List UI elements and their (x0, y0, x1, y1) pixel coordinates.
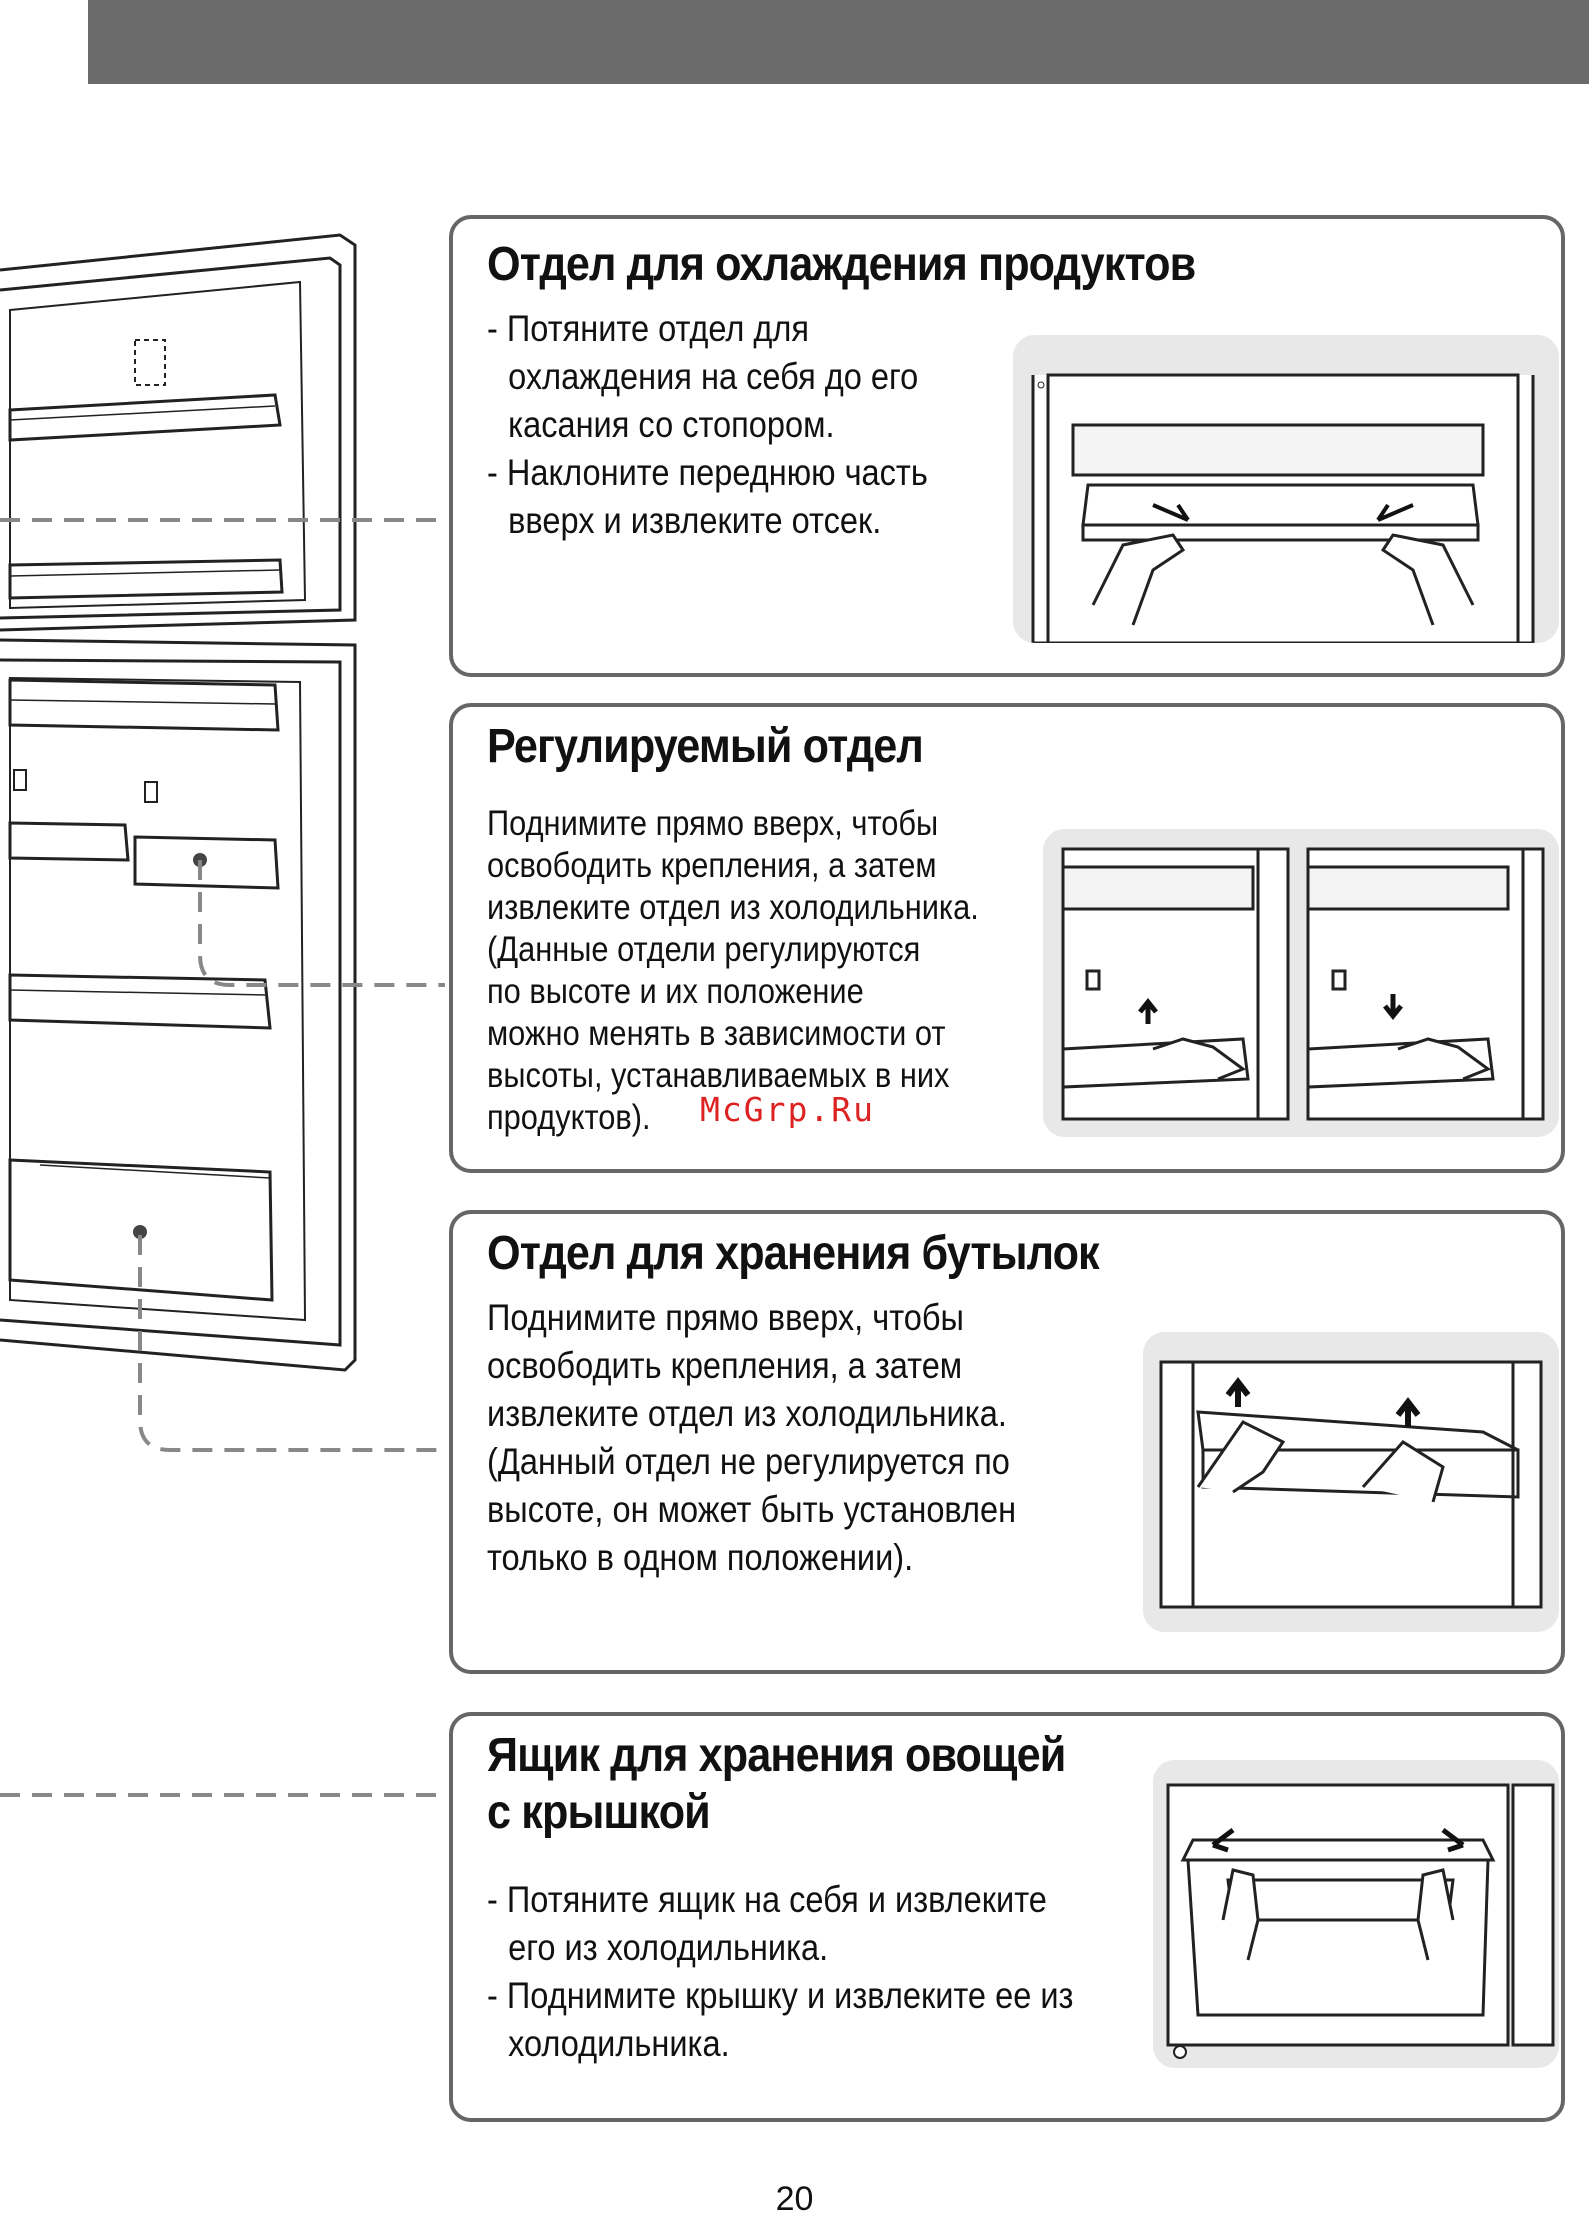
bullet-item: - Потяните ящик на себя и извлеките его … (487, 1879, 1047, 1968)
section-text: - Потяните ящик на себя и извлеките его … (487, 1876, 1073, 2068)
section-text: - Потяните отдел для охлаждения на себя … (487, 305, 928, 545)
section-title: Отдел для хранения бутылок (487, 1227, 1100, 1280)
fridge-door-illustration (0, 233, 357, 1372)
section-title: Ящик для хранения овощей с крышкой (487, 1729, 1066, 1839)
section-text: Поднимите прямо вверх, чтобы освободить … (487, 1297, 1017, 1578)
section-cooling-compartment: Отдел для охлаждения продуктов - Потянит… (449, 215, 1565, 677)
page-number: 20 (775, 2180, 814, 2218)
section-vegetable-drawer: Ящик для хранения овощей с крышкой - Пот… (449, 1712, 1565, 2122)
section-text: Поднимите прямо вверх, чтобы освободить … (487, 804, 979, 1137)
connector-lines (0, 518, 445, 1797)
section-bottle-compartment: Отдел для хранения бутылок Поднимите пря… (449, 1210, 1565, 1674)
section-title: Отдел для охлаждения продуктов (487, 238, 1196, 291)
bullet-item: - Потяните отдел для охлаждения на себя … (487, 308, 919, 445)
vegetable-drawer-illustration (1153, 1760, 1559, 2068)
section-title: Регулируемый отдел (487, 720, 924, 773)
bullet-item: - Поднимите крышку и извлеките ее из хол… (487, 1975, 1074, 2064)
cooling-compartment-illustration (1013, 335, 1559, 643)
header-bar (88, 0, 1589, 84)
section-adjustable-compartment: Регулируемый отдел Поднимите прямо вверх… (449, 703, 1565, 1173)
watermark: McGrp.Ru (700, 1090, 875, 1129)
bottle-compartment-illustration (1143, 1332, 1559, 1632)
adjustable-compartment-illustration (1043, 829, 1559, 1137)
bullet-item: - Наклоните переднюю часть вверх и извле… (487, 452, 928, 541)
